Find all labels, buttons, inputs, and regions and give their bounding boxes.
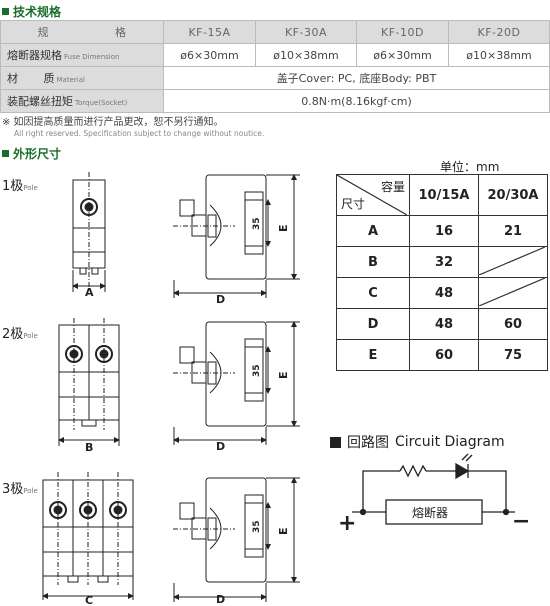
change-notice: ※ 如因提高质量而进行产品更改，恕不另行通知。 All right reserv…	[2, 117, 265, 138]
square-bullet-icon	[330, 436, 341, 448]
minus-terminal: −	[512, 509, 530, 534]
dim-letter-d: D	[216, 440, 225, 453]
circuit-diagram	[352, 453, 515, 525]
led-icon	[455, 462, 470, 480]
empty-cell	[478, 246, 548, 278]
unit-label: 单位：mm	[440, 160, 500, 174]
dim-row-d: D 48 60	[336, 308, 548, 340]
dim-letter-d: D	[216, 593, 225, 606]
dim-row-b: B 32	[336, 246, 548, 278]
pole-2-label: 2极Pole	[2, 327, 38, 342]
outline-section-title: 外形尺寸	[2, 145, 61, 162]
dim-row-e: E 60 75	[336, 339, 548, 371]
model-kf-30a: KF-30A	[254, 20, 357, 44]
dim-letter-b: B	[85, 441, 93, 454]
pole-2-front-view	[58, 318, 120, 446]
dim-letter-c: C	[85, 594, 93, 606]
dimension-table: 容量 尺寸 10/15A 20/30A A 16 21 B 32 C 48 D …	[336, 174, 548, 371]
col-header: 20/30A	[478, 174, 548, 216]
pole-1-front-view	[72, 172, 106, 292]
dim-letter-e: E	[277, 371, 290, 379]
dim-letter-e: E	[277, 224, 290, 232]
dim-row-a: A 16 21	[336, 215, 548, 247]
dim-letter-a: A	[85, 286, 94, 299]
pole-3-label: 3极Pole	[2, 482, 38, 497]
dim-35: 35	[252, 217, 262, 230]
material-value: 盖子Cover: PC, 底座Body: PBT	[163, 66, 550, 90]
plus-terminal: +	[338, 511, 356, 536]
dim-letter-e: E	[277, 527, 290, 535]
pole-3-side-view	[173, 477, 300, 602]
spec-header-row: 规 格 KF-15A KF-30A KF-10D KF-20D	[0, 20, 550, 44]
dim-35: 35	[252, 364, 262, 377]
square-bullet-icon	[2, 150, 9, 157]
spec-section-title: 技术规格	[2, 3, 61, 20]
dim-row-c: C 48	[336, 277, 548, 309]
pole-3-front-view	[42, 472, 134, 600]
pole-2-side-view	[173, 321, 300, 445]
dim-corner-cell: 容量 尺寸	[336, 174, 410, 216]
circuit-title: 回路图 Circuit Diagram	[330, 432, 505, 452]
pole-1-label: 1极Pole	[2, 179, 38, 194]
fuse-value: ø10×38mm	[254, 43, 357, 67]
model-kf-10d: KF-10D	[355, 20, 449, 44]
dim-header-row: 容量 尺寸 10/15A 20/30A	[336, 174, 548, 216]
fuse-label: 熔断器	[412, 505, 448, 520]
empty-cell	[478, 277, 548, 309]
dim-letter-d: D	[216, 293, 225, 306]
torque-value: 0.8N·m(8.16kgf·cm)	[163, 89, 550, 113]
resistor-icon	[399, 464, 427, 478]
square-bullet-icon	[2, 8, 9, 15]
col-header: 10/15A	[409, 174, 479, 216]
fuse-value: ø10×38mm	[447, 43, 550, 67]
dim-35: 35	[252, 520, 262, 533]
model-kf-20d: KF-20D	[447, 20, 550, 44]
pole-1-side-view	[173, 174, 300, 298]
